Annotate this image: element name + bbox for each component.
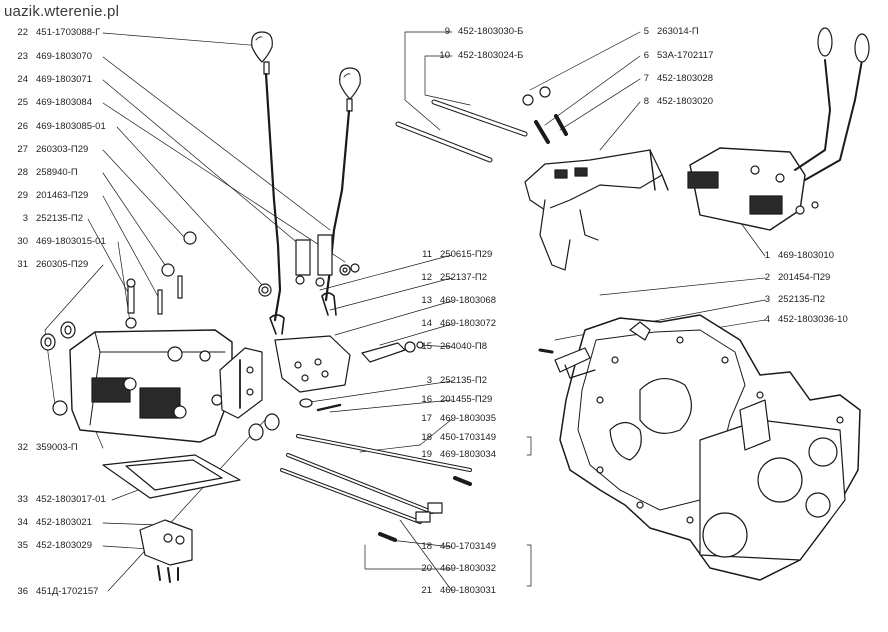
shift-rail-assembly [395, 86, 669, 271]
shift-housing [40, 321, 280, 583]
middle-parts [274, 335, 472, 542]
site-watermark: uazik.wterenie.pl [4, 3, 120, 20]
knob-icon [251, 31, 273, 63]
transfer-case-housing [538, 314, 861, 581]
left-leader-lines [44, 32, 346, 592]
knob-icon [339, 67, 361, 100]
top-cover-assembly [687, 27, 870, 231]
gear-lever-assembly [125, 31, 361, 335]
other-leader-lines [309, 31, 766, 592]
